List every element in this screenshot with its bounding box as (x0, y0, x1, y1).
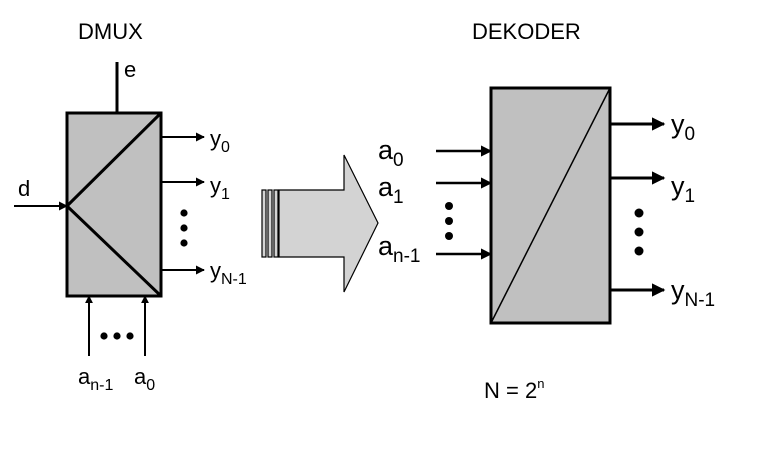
dmux-diagonal-upper (65, 111, 163, 208)
decoder-output-label-1: y1 (671, 171, 695, 207)
decoder-input-ellipsis (445, 202, 453, 240)
dmux-select-label-0: a0 (134, 364, 155, 394)
dmux-title: DMUX (78, 19, 143, 44)
transform-arrow (261, 154, 379, 293)
dmux-output-label-0: y0 (210, 126, 230, 156)
decoder-input-label-0: a0 (378, 135, 404, 171)
dmux-output-label-1: y1 (210, 173, 230, 203)
decoder-input-label-n: an-1 (378, 231, 421, 267)
dmux-output-label-n: yN-1 (210, 258, 247, 288)
decoder-output-label-n: yN-1 (671, 275, 715, 311)
decoder-title: DEKODER (472, 19, 581, 44)
dmux-output-ellipsis (180, 209, 188, 247)
dmux-select-label-n: an-1 (78, 364, 113, 394)
decoder-output-ellipsis (634, 208, 644, 256)
decoder-formula: N = 2n (484, 376, 544, 403)
dmux-diagonal-lower (65, 204, 163, 298)
dmux-section: DMUX e d y0 y1 yN-1 an-1 (14, 19, 247, 394)
dmux-data-label: d (18, 176, 30, 201)
dmux-enable-label: e (124, 57, 136, 82)
dmux-block (65, 111, 163, 298)
decoder-output-label-0: y0 (671, 109, 695, 145)
decoder-section: DEKODER a0 a1 an-1 y0 y1 yN-1 N = 2n (378, 19, 715, 403)
decoder-input-label-1: a1 (378, 172, 404, 208)
decoder-diagonal (490, 87, 611, 324)
dmux-select-ellipsis (100, 332, 134, 340)
